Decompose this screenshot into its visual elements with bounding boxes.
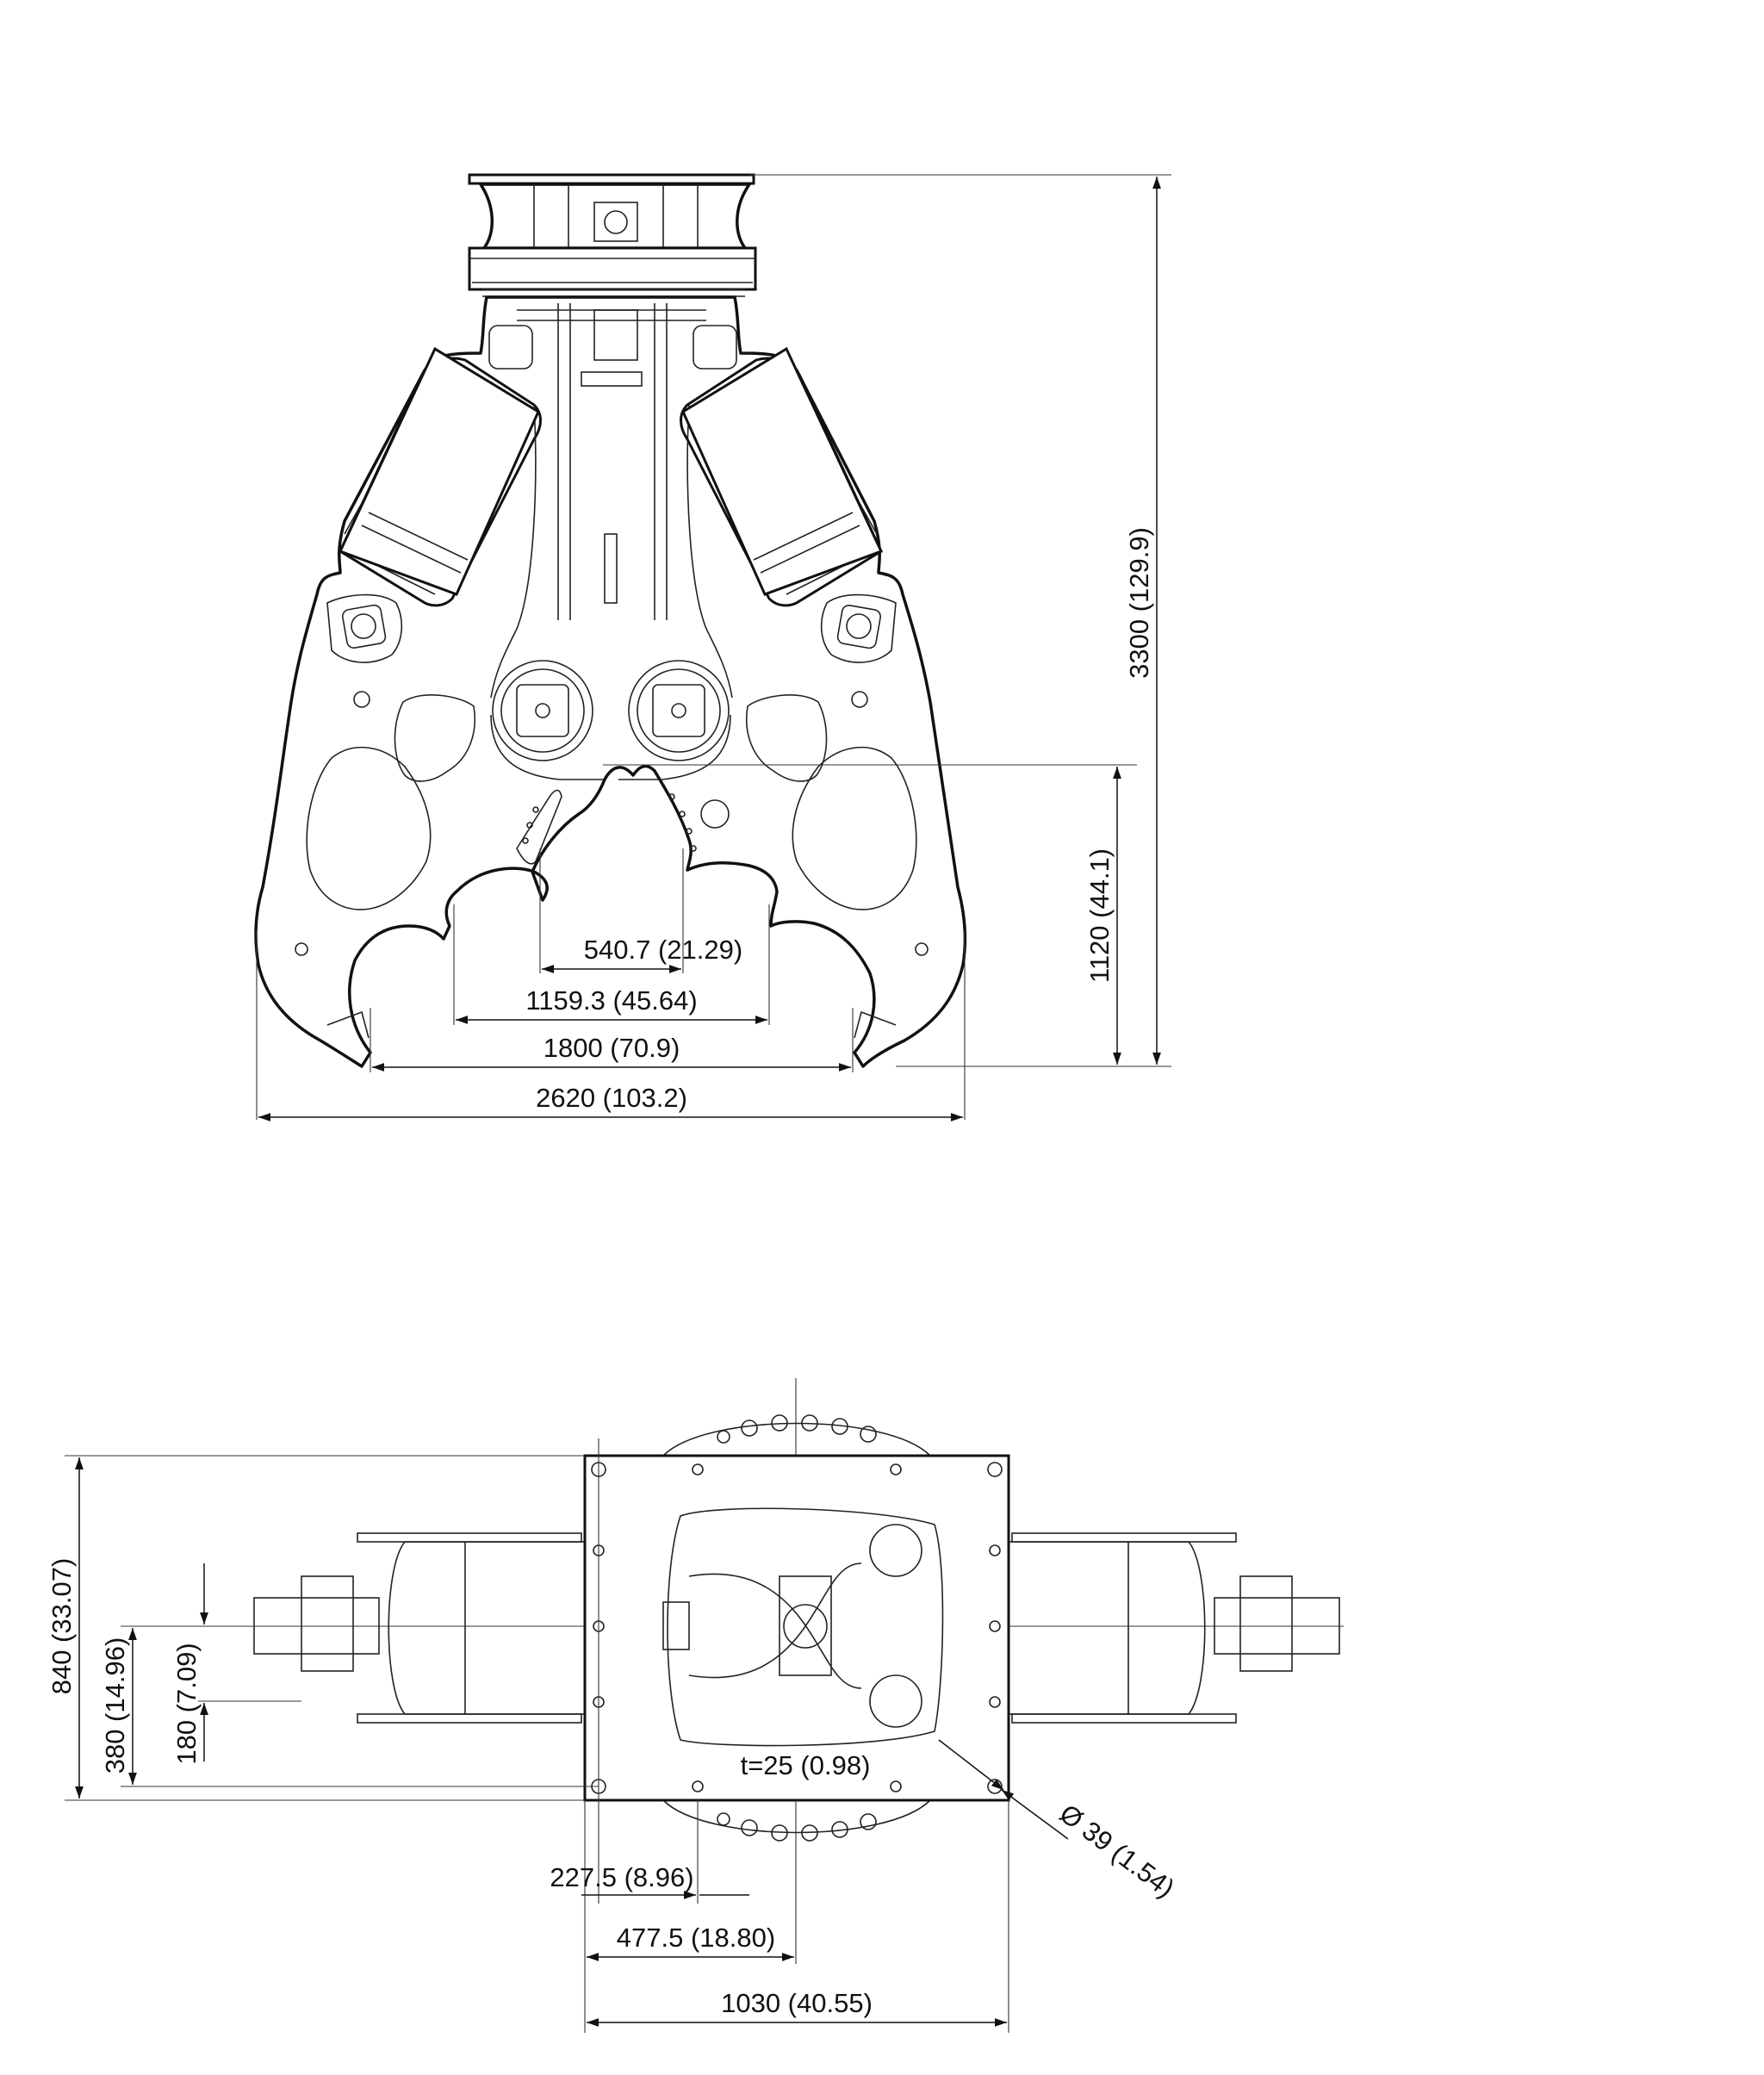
dim-jaw-opening-label: 1800 (70.9) [543, 1033, 680, 1063]
dim-height-total-label: 3300 (129.9) [1124, 527, 1154, 679]
dim-jaw-inner: 1159.3 (45.64) [456, 985, 767, 1024]
top-cylinder-left [253, 1532, 587, 1724]
dim-offset-477-label: 477.5 (18.80) [617, 1923, 775, 1953]
top-view: 840 (33.07) 380 (14.96) 180 (7.09) t=25 … [47, 1378, 1344, 2033]
dim-offset-227-label: 227.5 (8.96) [550, 1862, 693, 1892]
dim-offset-380: 380 (14.96) [100, 1628, 137, 1785]
dim-jaw-inner-label: 1159.3 (45.64) [525, 985, 697, 1016]
dim-height-total: 3300 (129.9) [1124, 177, 1161, 1065]
dim-plate-height: 840 (33.07) [47, 1457, 84, 1799]
dim-bolt-dia-label: Ø 39 (1.54) [1054, 1799, 1180, 1904]
dim-offset-180: 180 (7.09) [171, 1563, 208, 1765]
top-cylinder-right [1007, 1532, 1340, 1724]
dim-thickness: t=25 (0.98) [741, 1750, 871, 1780]
mounting-plate [583, 1454, 1010, 1802]
dim-jaw-depth-label: 1120 (44.1) [1084, 848, 1115, 983]
dim-thickness-label: t=25 (0.98) [741, 1750, 871, 1780]
cylinder-left [338, 346, 540, 596]
dim-jaw-opening: 1800 (70.9) [372, 1033, 851, 1072]
dim-overall-width-label: 2620 (103.2) [536, 1083, 687, 1113]
cylinder-right [681, 346, 884, 596]
dim-offset-477: 477.5 (18.80) [587, 1923, 794, 1961]
dim-inner-cutter: 540.7 (21.29) [542, 935, 742, 973]
dim-offset-380-label: 380 (14.96) [100, 1637, 130, 1774]
dim-inner-cutter-label: 540.7 (21.29) [584, 935, 742, 965]
dim-plate-width: 1030 (40.55) [587, 1988, 1007, 2027]
dim-offset-227: 227.5 (8.96) [550, 1862, 749, 1899]
rotation-ring [662, 1414, 931, 1842]
dim-overall-width: 2620 (103.2) [258, 1083, 963, 1121]
dim-plate-height-label: 840 (33.07) [47, 1558, 77, 1695]
mounting-flange [468, 173, 757, 297]
front-view: 3300 (129.9) 1120 (44.1) 540.7 (21.29) 1… [254, 173, 1171, 1121]
dim-offset-180-label: 180 (7.09) [171, 1643, 202, 1764]
dim-jaw-depth: 1120 (44.1) [1084, 767, 1121, 1065]
dim-plate-width-label: 1030 (40.55) [721, 1988, 873, 2018]
